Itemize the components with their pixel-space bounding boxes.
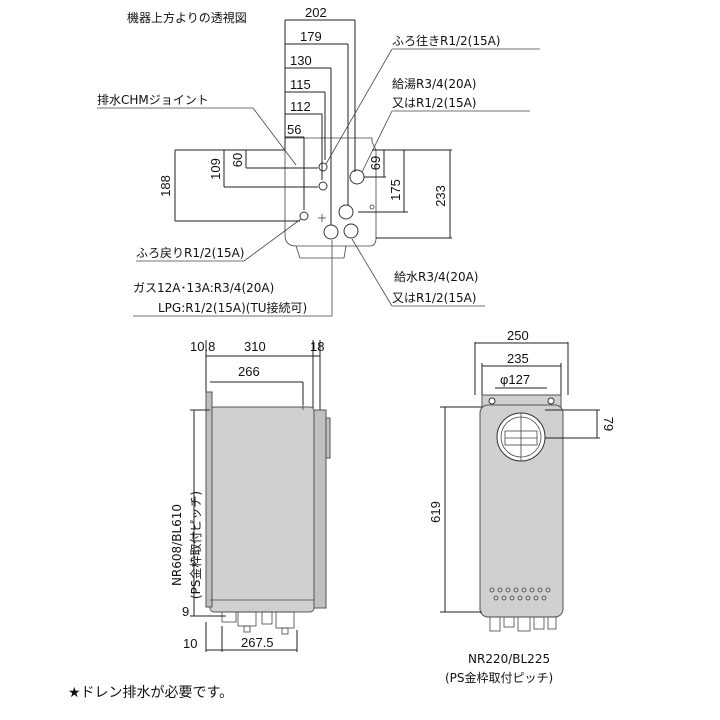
dim-69: 69 (368, 156, 383, 170)
water-supply-port-upper (338, 204, 354, 220)
top-view-left-dims: 188 109 60 (158, 149, 318, 222)
side-view-pitch-label: (PS金枠取付ピッチ) (188, 491, 203, 599)
front-view-model-label: NR220/BL225 (468, 652, 550, 666)
label-gas-2: LPG:R1/2(15A)(TU接続可) (158, 300, 307, 315)
top-view-body (284, 137, 377, 259)
dim-130: 130 (290, 53, 312, 68)
top-view-right-dims: 69 175 233 (358, 149, 452, 239)
dim-112: 112 (290, 99, 311, 114)
dim-79: 79 (601, 417, 616, 431)
dim-115: 115 (290, 77, 311, 92)
front-view-flue (496, 412, 546, 462)
side-view: 10.8 310 18 266 NR608/BL610 (PS金枠取付ピッチ) … (170, 339, 331, 652)
front-view-vents (489, 587, 551, 601)
dim-250: 250 (507, 328, 529, 343)
drain-port (318, 181, 328, 191)
dim-233: 233 (433, 185, 448, 207)
label-hot-water-2: 又はR1/2(15A) (392, 96, 477, 110)
side-view-model-label: NR608/BL610 (170, 504, 184, 586)
front-view: 250 235 φ127 (428, 328, 616, 685)
dim-266: 266 (238, 364, 260, 379)
top-view-caption: 機器上方よりの透視図 (127, 10, 247, 25)
drain-note: ★ドレン排水が必要です。 (68, 685, 233, 701)
dim-175: 175 (388, 179, 403, 201)
dim-18: 18 (310, 339, 324, 354)
dim-60: 60 (230, 153, 245, 167)
label-bath-outflow: ふろ往きR1/2(15A) (392, 33, 501, 48)
bath-outflow-port (318, 162, 328, 172)
dim-flue-diameter: φ127 (500, 372, 530, 387)
gas-port (323, 224, 339, 240)
dim-10-8: 10.8 (190, 339, 215, 354)
bath-return-port (299, 211, 309, 221)
side-view-body (209, 406, 315, 613)
label-bath-return: ふろ戻りR1/2(15A) (136, 246, 245, 260)
dim-619: 619 (428, 501, 443, 523)
hot-water-port (349, 169, 365, 185)
label-water-1: 給水R3/4(20A) (394, 270, 479, 284)
label-gas-1: ガス12A･13A:R3/4(20A) (133, 281, 274, 295)
top-view: 機器上方よりの透視図 202 179 (97, 5, 540, 317)
top-view-labels: 排水CHMジョイント ふろ往きR1/2(15A) 給湯R3/4(20A) 又はR… (97, 33, 540, 317)
label-drain-joint: 排水CHMジョイント (97, 93, 209, 107)
dim-188: 188 (158, 175, 173, 197)
front-view-fittings (489, 616, 557, 632)
dim-56: 56 (287, 122, 301, 137)
dim-179: 179 (300, 29, 322, 44)
dim-310: 310 (244, 339, 266, 354)
top-view-width-dims: 202 179 130 115 112 56 (284, 5, 356, 225)
dim-10: 10 (183, 636, 197, 651)
side-view-fittings (221, 611, 295, 635)
front-view-pitch-label: (PS金枠取付ピッチ) (445, 670, 553, 685)
label-hot-water-1: 給湯R3/4(20A) (392, 77, 477, 91)
dim-202: 202 (305, 5, 327, 20)
dim-235: 235 (507, 351, 529, 366)
dim-267-5: 267.5 (241, 635, 274, 650)
water-supply-port (343, 223, 359, 239)
dim-9: 9 (182, 604, 189, 619)
label-water-2: 又はR1/2(15A) (392, 291, 477, 305)
dim-109: 109 (208, 158, 223, 180)
